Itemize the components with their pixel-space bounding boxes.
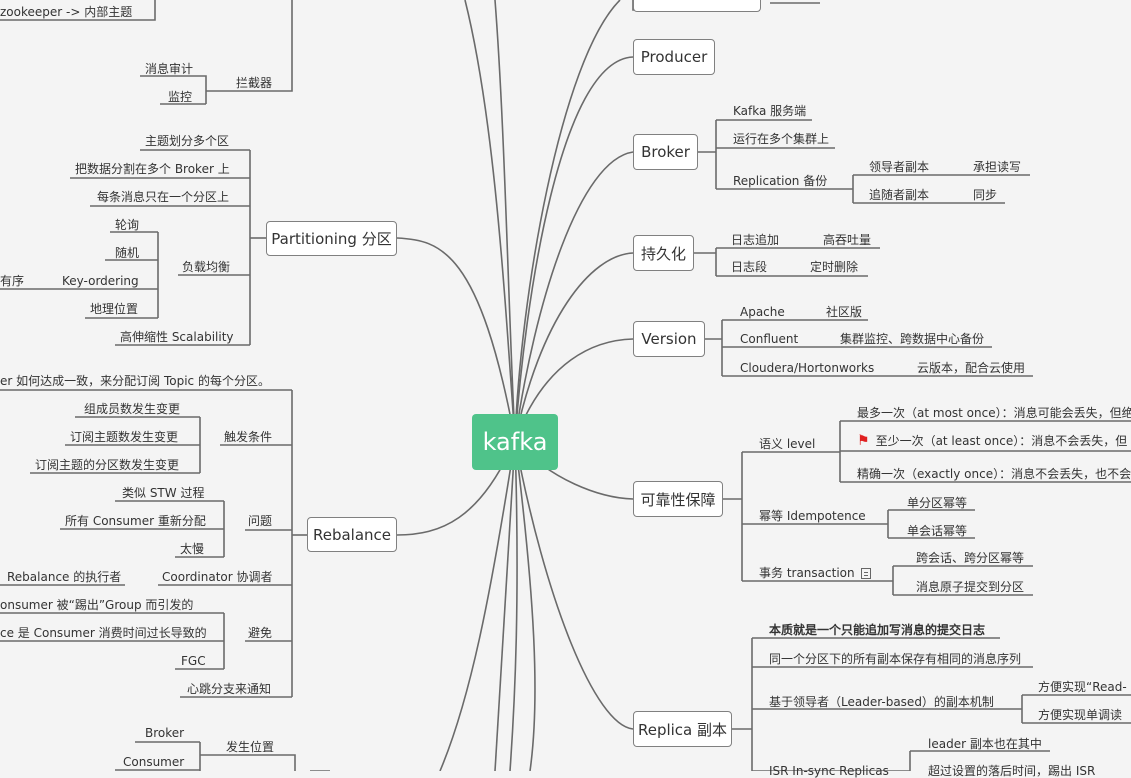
version-confluent: Confluent xyxy=(740,332,799,346)
transaction-atomic-commit: 消息原子提交到分区 xyxy=(916,580,1025,594)
avoid-label: 避免 xyxy=(248,626,273,640)
broker-item-cluster: 运行在多个集群上 xyxy=(733,132,830,146)
rebalance-node[interactable]: Rebalance xyxy=(307,517,397,552)
reliability-node[interactable]: 可靠性保障 xyxy=(633,481,723,517)
heartbeat-item: 心跳分支来通知 xyxy=(187,682,272,696)
trigger-label: 触发条件 xyxy=(224,430,273,444)
lb-item-key-ordering: Key-ordering xyxy=(62,274,139,288)
partitioning-node[interactable]: Partitioning 分区 xyxy=(266,221,397,256)
idempotence-single-partition: 单分区幂等 xyxy=(907,496,968,510)
trigger-item-partitions: 订阅主题的分区数发生变更 xyxy=(35,458,180,472)
replica-same-sequence: 同一个分区下的所有副本保存有相同的消息序列 xyxy=(769,652,1022,666)
follower-replica: 追随者副本 xyxy=(869,188,930,202)
version-cloudera-child: 云版本，配合云使用 xyxy=(917,361,1026,375)
semantic-level-label: 语义 level xyxy=(759,437,816,451)
problem-item-stw: 类似 STW 过程 xyxy=(122,486,205,500)
location-label: 发生位置 xyxy=(226,740,275,754)
leader-replica-child: 承担读写 xyxy=(973,160,1022,174)
coordinator-child: Rebalance 的执行者 xyxy=(7,570,122,584)
semantic-exactly-once: 精确一次（exactly once）：消息不会丢失，也不会 xyxy=(857,467,1131,481)
log-segment: 日志段 xyxy=(731,260,768,274)
interceptor-item-monitor: 监控 xyxy=(168,90,193,104)
avoid-item-consume-time: ce 是 Consumer 消费时间过长导致的 xyxy=(0,626,207,640)
note-icon[interactable] xyxy=(860,568,871,579)
isr-kicked: 超过设置的落后时间，踢出 ISR xyxy=(928,764,1096,778)
load-balance-label: 负载均衡 xyxy=(182,260,231,274)
location-item-broker: Broker xyxy=(145,726,185,740)
transaction-cross-session: 跨会话、跨分区幂等 xyxy=(916,551,1025,565)
producer-node[interactable]: Producer xyxy=(633,39,715,75)
rebalance-desc: er 如何达成一致，来分配订阅 Topic 的每个分区。 xyxy=(0,374,270,388)
version-cloudera: Cloudera/Hortonworks xyxy=(740,361,875,375)
broker-node[interactable]: Broker xyxy=(633,134,698,170)
transaction-label: 事务 transaction xyxy=(759,566,855,580)
version-apache: Apache xyxy=(740,305,785,319)
location-item-consumer: Consumer xyxy=(123,755,185,769)
problem-item-slow: 太慢 xyxy=(180,542,205,556)
version-confluent-child: 集群监控、跨数据中心备份 xyxy=(840,332,985,346)
idempotence-single-session: 单会话幂等 xyxy=(907,524,968,538)
replica-essence: 本质就是一个只能追加写消息的提交日志 xyxy=(769,623,986,637)
top-partial-node[interactable] xyxy=(633,0,761,12)
follower-replica-child: 同步 xyxy=(973,188,998,202)
log-append: 日志追加 xyxy=(731,233,780,247)
log-append-child: 高吞吐量 xyxy=(823,233,872,247)
isr-label: ISR In-sync Replicas xyxy=(769,764,889,778)
replica-read-your-writes: 方便实现“Read- xyxy=(1038,680,1127,694)
lb-item-geo: 地理位置 xyxy=(90,302,139,316)
avoid-item-kicked: onsumer 被“踢出”Group 而引发的 xyxy=(0,598,194,612)
partition-item-single: 每条消息只在一个分区上 xyxy=(97,190,230,204)
interceptor-item-audit: 消息审计 xyxy=(145,62,194,76)
isr-leader-included: leader 副本也在其中 xyxy=(928,737,1042,751)
leader-replica: 领导者副本 xyxy=(869,160,930,174)
replication-label: Replication 备份 xyxy=(733,174,828,188)
semantic-at-least-once-row: ⚑ 至少一次（at least once）：消息不会丢失，但 xyxy=(857,434,1127,448)
avoid-item-fgc: FGC xyxy=(181,654,206,668)
semantic-at-most-once: 最多一次（at most once）：消息可能会丢失，但绝 xyxy=(857,406,1131,420)
persistence-node[interactable]: 持久化 xyxy=(633,235,694,271)
log-segment-child: 定时删除 xyxy=(810,260,859,274)
trigger-item-members: 组成员数发生变更 xyxy=(84,402,181,416)
lb-item-random: 随机 xyxy=(115,246,140,260)
idempotence-label: 幂等 Idempotence xyxy=(759,509,866,523)
key-ordering-child: 有序 xyxy=(0,274,25,288)
interceptor-label: 拦截器 xyxy=(236,76,273,90)
version-apache-child: 社区版 xyxy=(826,305,863,319)
flag-icon: ⚑ xyxy=(857,433,870,449)
lb-item-roundrobin: 轮询 xyxy=(115,218,140,232)
transaction-label-row: 事务 transaction xyxy=(759,566,871,580)
problem-item-realloc: 所有 Consumer 重新分配 xyxy=(65,514,206,528)
zookeeper-topic-item: zookeeper -> 内部主题 xyxy=(0,5,133,19)
problem-label: 问题 xyxy=(248,514,273,528)
coordinator-label: Coordinator 协调者 xyxy=(162,570,273,584)
replica-leader-based: 基于领导者（Leader-based）的副本机制 xyxy=(769,695,994,709)
broker-item-server: Kafka 服务端 xyxy=(733,104,807,118)
root-node[interactable]: kafka xyxy=(472,414,558,470)
version-node[interactable]: Version xyxy=(633,321,705,357)
replica-monotonic-read: 方便实现单调读 xyxy=(1038,708,1123,722)
trigger-item-topics: 订阅主题数发生变更 xyxy=(70,430,179,444)
semantic-at-least-once: 至少一次（at least once）：消息不会丢失，但 xyxy=(875,434,1128,448)
replica-node[interactable]: Replica 副本 xyxy=(633,711,732,747)
partition-item-scalability: 高伸缩性 Scalability xyxy=(120,330,234,344)
partition-item-split: 主题划分多个区 xyxy=(145,134,230,148)
partition-item-brokers: 把数据分割在多个 Broker 上 xyxy=(75,162,230,176)
